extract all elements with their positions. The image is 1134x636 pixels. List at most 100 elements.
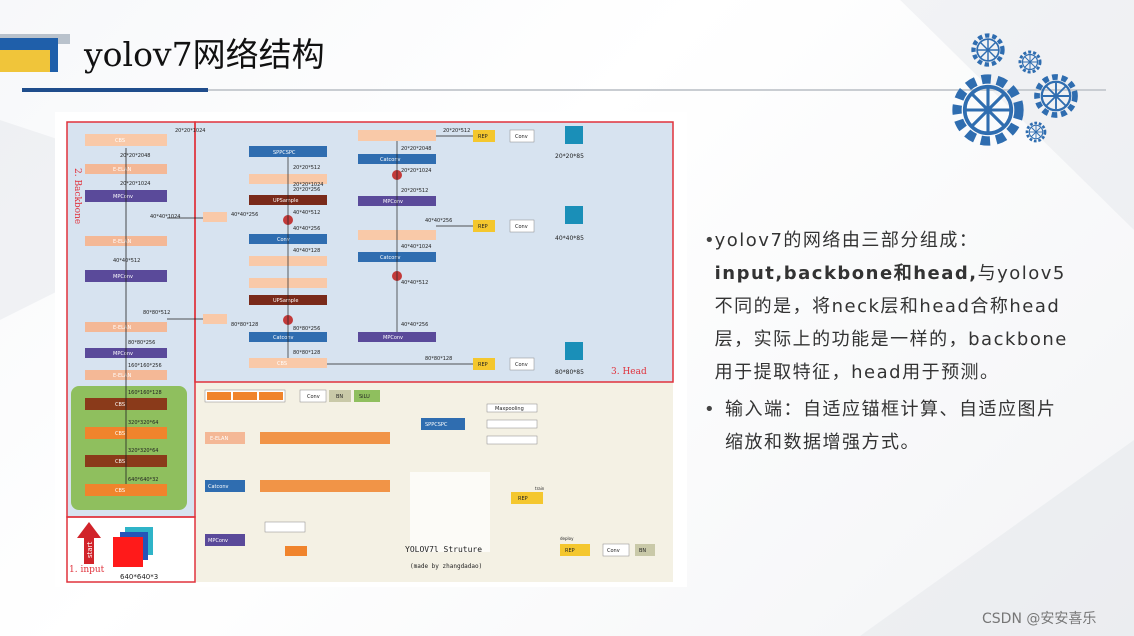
svg-text:640*640*32: 640*640*32 bbox=[128, 477, 158, 483]
gear-icon bbox=[1025, 121, 1047, 143]
svg-text:20*20*2048: 20*20*2048 bbox=[401, 146, 431, 152]
svg-text:40*40*85: 40*40*85 bbox=[555, 235, 584, 242]
head-dim-labels: 20*20*512 20*20*256 40*40*256 40*40*512 … bbox=[231, 128, 470, 362]
svg-text:MPConv: MPConv bbox=[208, 538, 228, 544]
svg-text:CBS: CBS bbox=[115, 488, 125, 494]
bullet-list: • yolov7的网络由三部分组成：input,backbone和head,与y… bbox=[700, 224, 1070, 463]
svg-text:SPPCSPC: SPPCSPC bbox=[425, 422, 448, 428]
bullet-icon: • bbox=[704, 230, 715, 251]
svg-text:320*320*64: 320*320*64 bbox=[128, 420, 158, 426]
svg-text:REP: REP bbox=[478, 134, 488, 140]
svg-text:E-ELAN: E-ELAN bbox=[210, 436, 228, 442]
diagram-credit: (made by zhangdadao) bbox=[410, 563, 482, 570]
svg-text:20*20*512: 20*20*512 bbox=[293, 165, 320, 171]
svg-text:160*160*128: 160*160*128 bbox=[128, 390, 162, 396]
svg-text:Catconv: Catconv bbox=[380, 157, 400, 163]
svg-text:20*20*1024: 20*20*1024 bbox=[293, 182, 323, 188]
svg-text:REP: REP bbox=[565, 548, 575, 554]
svg-text:MPConv: MPConv bbox=[113, 351, 133, 357]
svg-text:20*20*1024: 20*20*1024 bbox=[401, 168, 431, 174]
stem-block bbox=[71, 386, 187, 510]
svg-text:CBS: CBS bbox=[115, 431, 125, 437]
svg-text:20*20*512: 20*20*512 bbox=[401, 188, 428, 194]
svg-text:REP: REP bbox=[478, 362, 488, 368]
svg-text:Conv: Conv bbox=[277, 237, 290, 243]
svg-text:20*20*512: 20*20*512 bbox=[443, 128, 470, 134]
svg-text:MPConv: MPConv bbox=[383, 335, 403, 341]
svg-text:E-ELAN: E-ELAN bbox=[113, 167, 131, 173]
svg-text:Catconv: Catconv bbox=[380, 255, 400, 261]
list-item: • 输入端：自适应锚框计算、自适应图片缩放和数据增强方式。 bbox=[700, 393, 1070, 459]
svg-text:REP: REP bbox=[478, 224, 488, 230]
slide-title: yolov7网络结构 bbox=[84, 35, 325, 74]
svg-text:Catconv: Catconv bbox=[208, 484, 228, 490]
svg-text:40*40*256: 40*40*256 bbox=[401, 322, 428, 328]
svg-text:SPPCSPC: SPPCSPC bbox=[273, 150, 296, 156]
svg-text:BN: BN bbox=[336, 394, 343, 400]
svg-text:80*80*512: 80*80*512 bbox=[143, 310, 170, 316]
bullet-text: yolov7的网络由三部分组成：input,backbone和head,与yol… bbox=[714, 230, 1068, 383]
svg-text:SiLU: SiLU bbox=[359, 394, 370, 400]
svg-text:CBS: CBS bbox=[115, 402, 125, 408]
yolov7-architecture-diagram: 2. Backbone 3. Head 1. input start 640*6… bbox=[55, 112, 687, 587]
list-item: • yolov7的网络由三部分组成：input,backbone和head,与y… bbox=[700, 224, 1070, 389]
legend-blocks: Conv BN SiLU E-ELAN Catconv MPConv SPPCS… bbox=[204, 389, 655, 557]
svg-text:20*20*2048: 20*20*2048 bbox=[120, 153, 150, 159]
title-underline-light bbox=[208, 89, 1106, 91]
gears-icon bbox=[946, 30, 1086, 150]
svg-text:40*40*512: 40*40*512 bbox=[293, 210, 320, 216]
gear-icon bbox=[957, 79, 1019, 141]
svg-text:CBS: CBS bbox=[115, 138, 125, 144]
svg-text:Conv: Conv bbox=[515, 362, 528, 368]
svg-text:160*160*256: 160*160*256 bbox=[128, 363, 162, 369]
svg-text:40*40*256: 40*40*256 bbox=[231, 212, 258, 218]
svg-text:80*80*256: 80*80*256 bbox=[293, 326, 320, 332]
svg-text:80*80*256: 80*80*256 bbox=[128, 340, 155, 346]
start-label: start bbox=[86, 541, 94, 558]
svg-text:MPConv: MPConv bbox=[113, 274, 133, 280]
region-label-backbone: 2. Backbone bbox=[72, 168, 82, 224]
svg-text:80*80*128: 80*80*128 bbox=[425, 356, 452, 362]
start-arrow-icon bbox=[77, 522, 101, 564]
svg-text:40*40*128: 40*40*128 bbox=[293, 248, 320, 254]
svg-text:Conv: Conv bbox=[515, 224, 528, 230]
svg-text:80*80*85: 80*80*85 bbox=[555, 369, 584, 376]
svg-text:UPSample: UPSample bbox=[273, 298, 298, 304]
svg-text:80*80*128: 80*80*128 bbox=[231, 322, 258, 328]
svg-text:E-ELAN: E-ELAN bbox=[113, 373, 131, 379]
svg-text:train: train bbox=[535, 486, 545, 491]
svg-text:20*20*1024: 20*20*1024 bbox=[120, 181, 150, 187]
gear-icon bbox=[1018, 50, 1042, 74]
watermark: CSDN @安安喜乐 bbox=[982, 611, 1097, 627]
svg-text:deploy: deploy bbox=[560, 536, 574, 541]
svg-text:Conv: Conv bbox=[607, 548, 620, 554]
svg-text:BN: BN bbox=[639, 548, 646, 554]
svg-text:40*40*256: 40*40*256 bbox=[293, 226, 320, 232]
region-label-input: 1. input bbox=[69, 565, 105, 575]
svg-text:CBS: CBS bbox=[277, 361, 287, 367]
bullet-icon: • bbox=[704, 399, 715, 420]
svg-text:80*80*128: 80*80*128 bbox=[293, 350, 320, 356]
svg-text:40*40*1024: 40*40*1024 bbox=[401, 244, 431, 250]
svg-text:40*40*512: 40*40*512 bbox=[113, 258, 140, 264]
input-size: 640*640*3 bbox=[120, 573, 158, 581]
svg-text:MPConv: MPConv bbox=[113, 194, 133, 200]
svg-text:Conv: Conv bbox=[307, 394, 320, 400]
svg-text:40*40*1024: 40*40*1024 bbox=[150, 214, 180, 220]
svg-text:40*40*256: 40*40*256 bbox=[425, 218, 452, 224]
svg-text:20*20*85: 20*20*85 bbox=[555, 153, 584, 160]
gear-icon bbox=[1037, 77, 1075, 115]
svg-text:CBS: CBS bbox=[115, 459, 125, 465]
diagram-caption: YOLOV7l Struture bbox=[405, 545, 482, 554]
input-image-icon bbox=[113, 537, 143, 567]
svg-text:320*320*64: 320*320*64 bbox=[128, 448, 158, 454]
title-accent-yellow bbox=[0, 50, 50, 72]
svg-text:20*20*256: 20*20*256 bbox=[293, 187, 320, 193]
svg-text:UPSample: UPSample bbox=[273, 198, 298, 204]
title-underline-dark bbox=[22, 88, 208, 92]
svg-text:Conv: Conv bbox=[515, 134, 528, 140]
svg-text:MPConv: MPConv bbox=[383, 199, 403, 205]
svg-text:Catconv: Catconv bbox=[273, 335, 293, 341]
svg-text:REP: REP bbox=[518, 496, 528, 502]
svg-text:20*20*1024: 20*20*1024 bbox=[175, 128, 205, 134]
